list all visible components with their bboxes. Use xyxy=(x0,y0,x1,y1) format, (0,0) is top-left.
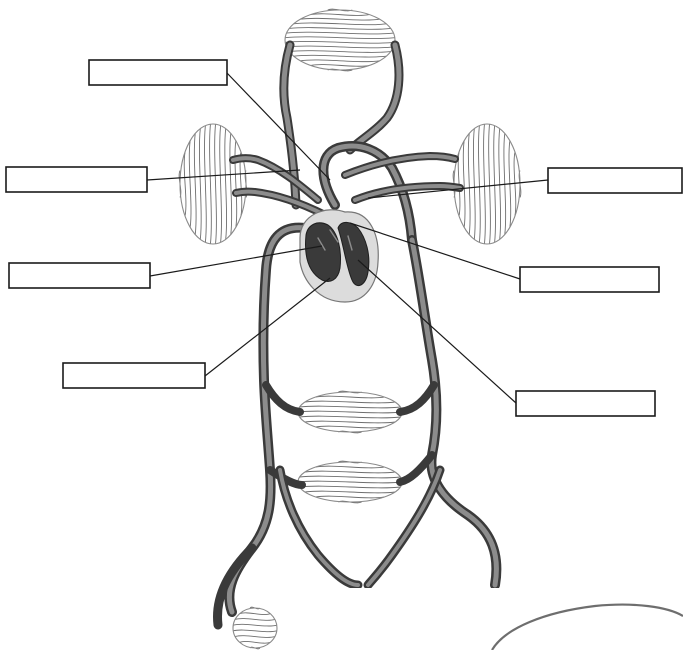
label-box-4[interactable] xyxy=(9,263,150,288)
label-box-6[interactable] xyxy=(63,363,205,388)
label-box-5[interactable] xyxy=(520,267,659,292)
capillary-line xyxy=(300,406,401,408)
left-lung-capillary-bed xyxy=(179,124,247,244)
leader-line-1 xyxy=(227,73,330,180)
capillary-line xyxy=(463,141,465,228)
capillary-line xyxy=(300,476,401,478)
upper-gut-vein xyxy=(266,385,300,412)
capillary-line xyxy=(316,466,385,468)
capillary-line xyxy=(235,636,275,638)
capillary-line xyxy=(240,641,271,643)
label-box-3[interactable] xyxy=(548,168,682,193)
capillary-line xyxy=(235,619,275,621)
capillary-line xyxy=(298,481,402,483)
label-box-1[interactable] xyxy=(89,60,227,85)
capillary-line xyxy=(233,630,277,632)
label-box-7[interactable] xyxy=(516,391,655,416)
capillary-line xyxy=(305,421,395,423)
capillary-line xyxy=(194,133,196,234)
capillary-line xyxy=(479,126,481,243)
capillary-line xyxy=(300,486,401,488)
capillary-line xyxy=(468,133,470,234)
capillary-line xyxy=(285,41,395,43)
capillary-line xyxy=(285,37,395,39)
capillary-line xyxy=(484,124,486,244)
head-capillary-bed xyxy=(285,9,395,71)
upper-gut-artery xyxy=(400,385,434,412)
capillary-line xyxy=(499,129,501,240)
lower-body-capillary-bed xyxy=(298,461,402,503)
upper-body-capillary-bed xyxy=(298,391,402,433)
capillary-line xyxy=(205,126,207,243)
capillary-line xyxy=(289,51,391,53)
capillary-line xyxy=(300,60,379,62)
label-box-2[interactable] xyxy=(6,167,147,192)
capillary-line xyxy=(286,46,393,48)
capillary-line xyxy=(311,65,370,67)
capillary-line xyxy=(233,624,277,626)
capillary-line xyxy=(210,124,212,244)
capillary-line xyxy=(316,396,385,398)
capillary-line xyxy=(298,411,402,413)
capillary-line xyxy=(311,14,370,16)
capillary-line xyxy=(240,613,271,615)
capillary-line xyxy=(199,129,201,240)
heart xyxy=(300,210,378,302)
capillary-line xyxy=(289,28,391,30)
capillary-line xyxy=(305,401,395,403)
leader-line-2 xyxy=(147,170,300,180)
capillary-line xyxy=(294,55,387,57)
leg-capillary-bed xyxy=(233,607,277,649)
capillary-line xyxy=(215,124,217,244)
capillary-line xyxy=(316,496,385,498)
capillary-line xyxy=(286,32,393,34)
capillary-line xyxy=(235,141,237,228)
capillary-line xyxy=(514,152,516,216)
blood-vessels xyxy=(217,45,496,625)
capillary-line xyxy=(316,426,385,428)
capillary-line xyxy=(300,416,401,418)
capillary-line xyxy=(294,23,387,25)
capillary-line xyxy=(189,141,191,228)
capillary-line xyxy=(305,471,395,473)
capillary-line xyxy=(473,129,475,240)
capillary-line xyxy=(184,152,186,216)
capillary-line xyxy=(230,133,232,234)
capillary-line xyxy=(489,124,491,244)
capillary-line xyxy=(220,126,222,243)
leader-line-4 xyxy=(150,246,322,276)
head-artery xyxy=(350,45,399,150)
capillary-line xyxy=(300,18,379,20)
leg-artery xyxy=(368,470,440,585)
capillary-line xyxy=(305,491,395,493)
capillary-line xyxy=(494,126,496,243)
capillary-line xyxy=(225,129,227,240)
blank-area xyxy=(278,588,683,650)
